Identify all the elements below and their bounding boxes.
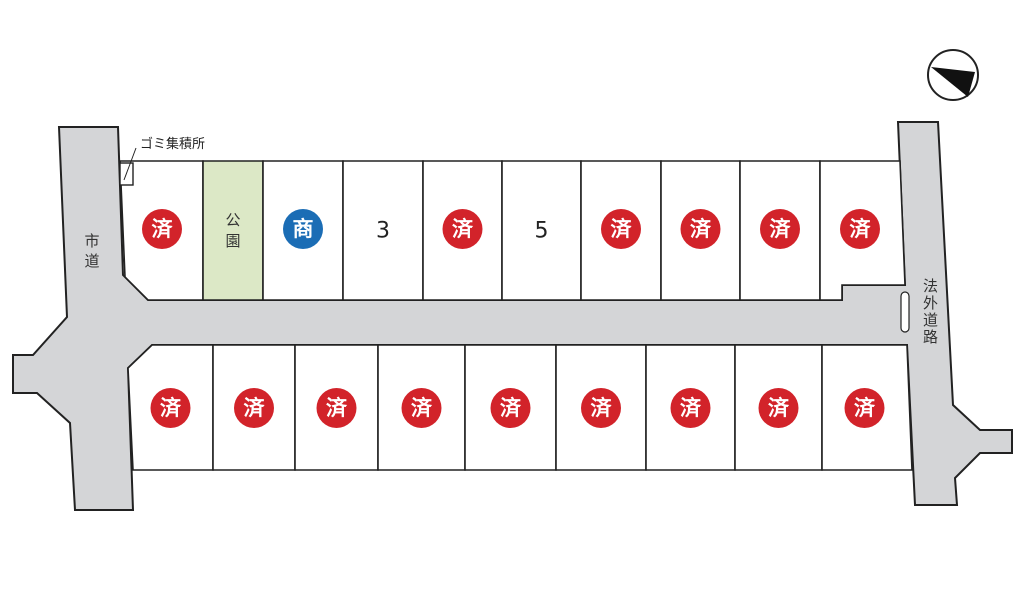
garbage-leader-line — [123, 147, 137, 181]
city-road-label-1: 市 — [84, 232, 99, 250]
badge-label: 済 — [591, 396, 613, 420]
sold-badge — [442, 209, 483, 249]
badge-label: 商 — [293, 217, 314, 241]
sold-badge — [840, 209, 880, 249]
city-road-label-2: 道 — [84, 252, 99, 270]
badge-label: 済 — [768, 396, 790, 420]
badge-label: 済 — [500, 396, 522, 420]
sold-badge — [758, 388, 799, 428]
badge-label: 済 — [152, 217, 174, 241]
park-label: 公 — [225, 211, 240, 229]
badge-label: 済 — [411, 396, 433, 420]
private-road-label: 法外道路 — [921, 278, 939, 346]
sold-badge — [234, 388, 274, 428]
sold-badge — [844, 388, 885, 428]
sold-badge — [601, 209, 641, 249]
sold-badge — [401, 388, 442, 428]
sold-badge — [150, 388, 191, 428]
lot-number: 3 — [376, 219, 390, 244]
badge-label: 済 — [611, 217, 633, 241]
sold-badge — [760, 209, 800, 249]
commercial-badge — [283, 209, 323, 249]
garbage-label: ゴミ集積所 — [140, 136, 205, 152]
top-lot-2[interactable] — [202, 160, 264, 301]
sold-badge — [670, 388, 711, 428]
badge-label: 済 — [854, 396, 876, 420]
sold-badge — [490, 388, 531, 428]
sold-badge — [581, 388, 621, 428]
badge-label: 済 — [452, 217, 474, 241]
badge-label: 済 — [680, 396, 702, 420]
badge-label: 済 — [160, 396, 182, 420]
badge-label: 済 — [326, 396, 348, 420]
badge-label: 済 — [850, 217, 872, 241]
park-label: 園 — [225, 232, 240, 250]
badge-label: 済 — [770, 217, 792, 241]
badge-label: 済 — [690, 217, 712, 241]
sold-badge — [316, 388, 357, 428]
sold-badge — [680, 209, 721, 249]
lot-number: 5 — [535, 219, 549, 244]
badge-label: 済 — [244, 396, 266, 420]
road-marker — [900, 291, 910, 333]
sold-badge — [142, 209, 182, 249]
north-arrow-icon — [927, 49, 979, 101]
